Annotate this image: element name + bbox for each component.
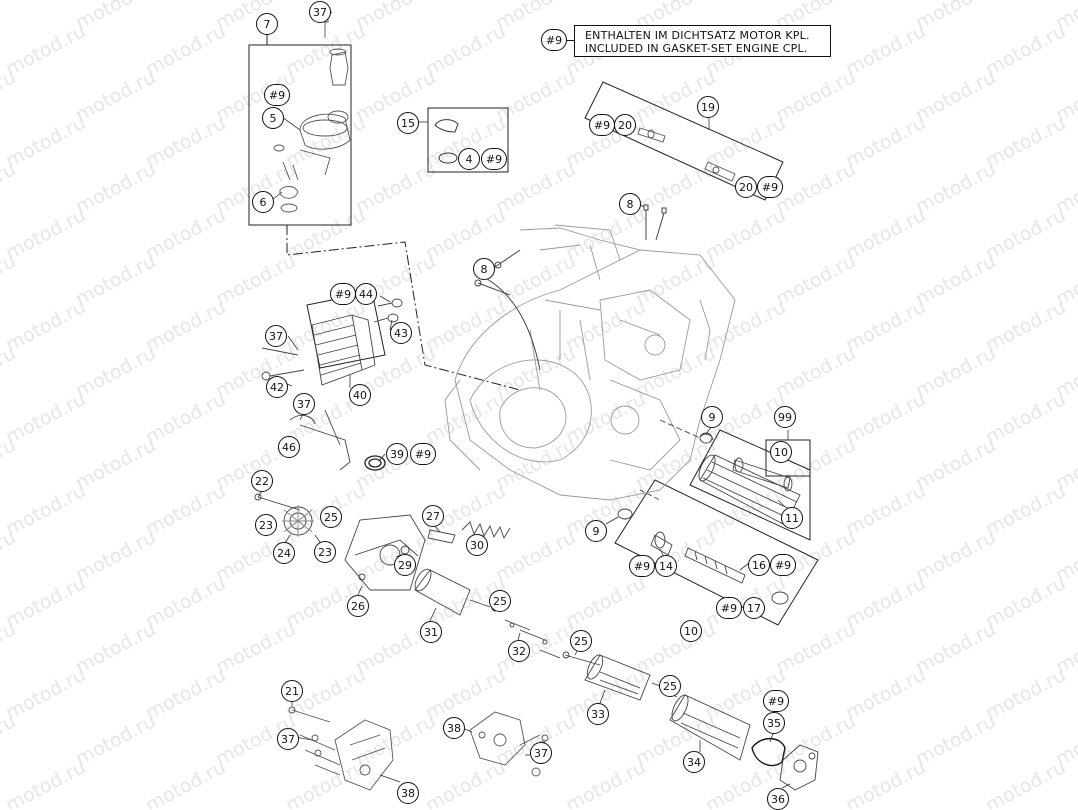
callout-c23a: 23 [255,514,277,536]
callout-c46: 46 [278,436,300,458]
callout-c35: 35 [763,712,785,734]
oil-pump-parts [254,493,511,616]
callout-c24: 24 [273,542,295,564]
callout-c11: 11 [781,507,803,529]
legend-connector [567,40,575,41]
oil-cooler-part-40 [261,298,403,471]
callout-c32: 32 [508,640,530,662]
callout-c9c: #9 [589,114,615,136]
oring-part-39 [364,455,386,471]
callout-c15: 15 [397,112,419,134]
pump-cover-part-38b [469,711,526,766]
callout-c9h: 9 [585,520,607,542]
callout-c5: 5 [262,107,284,129]
route-line [286,225,521,391]
cartridge-part-11 [699,454,801,526]
callout-c38b: 38 [397,782,419,804]
callout-c9k: #9 [716,597,742,619]
callout-c27: 27 [422,505,444,527]
callout-c10a: 10 [770,441,792,463]
callout-c33: 33 [587,703,609,725]
callout-c6: 6 [252,191,274,213]
callout-c44: 44 [355,283,377,305]
callout-c29: 29 [394,554,416,576]
callout-c20b: 20 [735,176,757,198]
callout-c7: 7 [256,13,278,35]
callout-c9e: #9 [330,283,356,305]
callout-c9i: #9 [629,555,655,577]
rotor-part-34 [669,694,751,761]
callout-c9b: #9 [481,148,507,170]
rotor-part-31 [414,569,471,616]
callout-c19: 19 [697,96,719,118]
callout-c42: 42 [266,376,288,398]
part-15-parts [434,119,459,164]
callout-c8a: 8 [619,193,641,215]
oil-filter-housing-parts [273,14,351,213]
spring-part-30 [461,521,511,540]
callout-c39: 39 [386,443,408,465]
callout-c31: 31 [420,621,442,643]
callout-c9d: #9 [757,176,783,198]
oring-part-6 [279,186,299,199]
callout-c25a: 25 [320,506,342,528]
callout-c20a: 20 [614,114,636,136]
callout-c9l: #9 [763,690,789,712]
callout-c16: 16 [748,554,770,576]
callout-c40: 40 [349,384,371,406]
legend-ref-callout: #9 [541,29,567,51]
box-oil-filter-housing-group [248,44,352,226]
callout-c38a: 38 [443,717,465,739]
gasket-part-35 [751,737,786,767]
callout-c9a: #9 [264,84,290,106]
callout-c9j: #9 [770,554,796,576]
callout-c34: 34 [683,751,705,773]
legend-text-english: INCLUDED IN GASKET-SET ENGINE CPL. [585,42,808,55]
callout-c37c: 37 [293,393,315,415]
callout-c14: 14 [655,555,677,577]
callout-c99: 99 [774,406,796,428]
legend-text-german: ENTHALTEN IM DICHTSATZ MOTOR KPL. [585,29,810,42]
callout-c43: 43 [390,322,412,344]
rotor-part-33 [584,654,651,701]
pump-housing-part-26 [344,514,426,591]
filter-element-part-10 [732,459,791,489]
callout-c23b: 23 [314,541,336,563]
valve-part-16 [684,547,746,584]
callout-c25b: 25 [489,590,511,612]
strainer-part [329,51,349,86]
callout-c17: 17 [743,597,765,619]
filter-cartridge-parts [659,419,801,526]
callout-c8b: 8 [473,258,495,280]
callout-c30: 30 [466,534,488,556]
callout-c37b: 37 [265,325,287,347]
box-part-15-group [427,107,509,173]
pump-cover-part-38a [334,719,394,791]
box-part-19-group [584,81,784,201]
callout-c9f: #9 [410,443,436,465]
engine-block-illustration [444,224,736,501]
filter-housing-5 [299,113,351,150]
gasket-set-legend: ENTHALTEN IM DICHTSATZ MOTOR KPL. INCLUD… [574,25,831,57]
callout-c37e: 37 [530,742,552,764]
callout-c37d: 37 [277,728,299,750]
callout-c25c: 25 [570,630,592,652]
box-filter-cartridge-group [689,429,811,541]
cover-part-36 [779,744,819,791]
callout-c9g: 9 [701,406,723,428]
callout-c37a: 37 [309,1,331,23]
pin-parts [504,619,601,666]
callout-c25d: 25 [659,675,681,697]
callout-c26: 26 [347,595,369,617]
oring-part-4 [438,152,458,164]
callout-c4: 4 [458,148,480,170]
callout-c21: 21 [281,680,303,702]
callout-c36: 36 [767,788,789,810]
part-19-parts [637,127,736,182]
callout-c10b: 10 [680,620,702,642]
bolt-parts-8 [474,204,667,296]
callout-c22: 22 [251,470,273,492]
